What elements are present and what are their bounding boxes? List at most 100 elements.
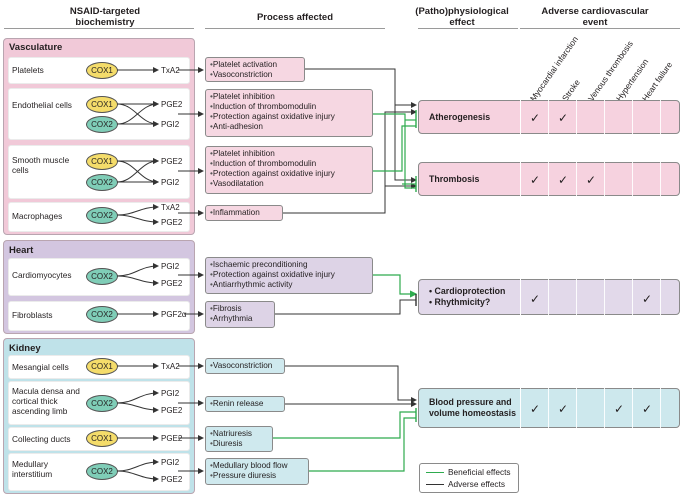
product-txa2: TxA2 xyxy=(161,203,180,212)
effect-label: Thrombosis xyxy=(429,173,480,184)
check-mark: ✓ xyxy=(642,292,653,306)
product-pge2: PGE2 xyxy=(161,100,183,109)
header-adverse-event: Adverse cardiovascular event xyxy=(541,6,649,28)
product-txa2: TxA2 xyxy=(161,66,180,75)
grid-separator xyxy=(520,100,521,134)
section-title-heart: Heart xyxy=(9,245,34,256)
product-pgf2a: PGF2α xyxy=(161,310,187,319)
process-item: Platelet activation xyxy=(210,60,300,70)
effect-cardioprotection: • Cardioprotection • Rhythmicity? xyxy=(418,279,680,315)
section-title-kidney: Kidney xyxy=(9,343,41,354)
enzyme-cox1: COX1 xyxy=(86,153,118,170)
process-item: Platelet inhibition xyxy=(210,92,368,102)
header-process: Process affected xyxy=(256,12,334,23)
product-pge2: PGE2 xyxy=(161,406,183,415)
check-mark: ✓ xyxy=(586,173,597,187)
product-txa2: TxA2 xyxy=(161,362,180,371)
product-pgi2: PGI2 xyxy=(161,389,180,398)
process-item: Induction of thrombomodulin xyxy=(210,102,368,112)
check-mark: ✓ xyxy=(530,111,541,125)
grid-separator xyxy=(520,279,521,315)
cell-row-cardiomyocytes xyxy=(8,258,190,296)
effect-label: Atherogenesis xyxy=(429,111,491,122)
enzyme-cox1: COX1 xyxy=(86,96,118,113)
check-mark: ✓ xyxy=(642,402,653,416)
header-rule-2 xyxy=(205,28,385,29)
legend-beneficial: Beneficial effects xyxy=(426,467,511,477)
enzyme-cox2: COX2 xyxy=(86,463,118,480)
enzyme-cox2: COX2 xyxy=(86,207,118,224)
cell-name-macrophages: Macrophages xyxy=(12,211,63,221)
enzyme-cox2: COX2 xyxy=(86,268,118,285)
process-box-endothelial: Platelet inhibition Induction of thrombo… xyxy=(205,89,373,137)
legend-beneficial-label: Beneficial effects xyxy=(448,467,511,477)
cell-name-mesangial: Mesangial cells xyxy=(12,362,69,372)
process-item: Protection against oxidative injury xyxy=(210,169,368,179)
enzyme-cox2: COX2 xyxy=(86,306,118,323)
effect-label: • Rhythmicity? xyxy=(429,297,491,307)
process-item: Ischaemic preconditioning xyxy=(210,260,368,270)
process-box-mesangial: Vasoconstriction xyxy=(205,358,285,374)
legend-adverse: Adverse effects xyxy=(426,479,505,489)
effect-label: volume homeostasis xyxy=(429,408,517,418)
product-pge2: PGE2 xyxy=(161,157,183,166)
process-item: Natriuresis xyxy=(210,429,268,439)
enzyme-cox2: COX2 xyxy=(86,395,118,412)
process-box-platelets: Platelet activation Vasoconstriction xyxy=(205,57,305,82)
header-rule-4 xyxy=(520,28,680,29)
effect-thrombosis: Thrombosis xyxy=(418,162,680,196)
product-pgi2: PGI2 xyxy=(161,262,180,271)
process-item: Diuresis xyxy=(210,439,268,449)
grid-separator xyxy=(660,100,661,428)
legend-adverse-swatch xyxy=(426,484,444,486)
effect-atherogenesis: Atherogenesis xyxy=(418,100,680,134)
check-mark: ✓ xyxy=(530,292,541,306)
cell-name-platelets: Platelets xyxy=(12,65,44,75)
process-item: Protection against oxidative injury xyxy=(210,112,368,122)
effect-line: Rhythmicity? xyxy=(434,297,491,307)
process-box-smooth-muscle: Platelet inhibition Induction of thrombo… xyxy=(205,146,373,194)
process-item: Induction of thrombomodulin xyxy=(210,159,368,169)
header-effect: (Patho)physiological effect xyxy=(415,6,509,28)
grid-separator xyxy=(520,388,521,428)
header-rule-1 xyxy=(4,28,194,29)
grid-separator xyxy=(632,100,633,428)
cell-name-fibroblasts: Fibroblasts xyxy=(12,310,53,320)
section-title-vasculature: Vasculature xyxy=(9,42,63,53)
product-pge2: PGE2 xyxy=(161,475,183,484)
product-pgi2: PGI2 xyxy=(161,120,180,129)
process-item: Renin release xyxy=(210,399,280,409)
cell-name-cardiomyocytes: Cardiomyocytes xyxy=(12,270,72,280)
legend-beneficial-swatch xyxy=(426,472,444,474)
check-mark: ✓ xyxy=(558,173,569,187)
enzyme-cox2: COX2 xyxy=(86,174,118,191)
effect-label: Blood pressure and xyxy=(429,397,512,407)
cell-name-endothelial: Endothelial cells xyxy=(12,100,72,110)
header-biochemistry: NSAID-targeted biochemistry xyxy=(69,6,141,28)
process-item: Inflammation xyxy=(210,208,278,218)
legend: Beneficial effects Adverse effects xyxy=(419,463,519,493)
process-item: Anti-adhesion xyxy=(210,122,368,132)
check-mark: ✓ xyxy=(558,402,569,416)
process-item: Medullary blood flow xyxy=(210,461,304,471)
cell-name-medullary: Medullary interstitium xyxy=(12,459,53,479)
effect-label: • Cardioprotection xyxy=(429,286,506,296)
process-item: Fibrosis xyxy=(210,304,270,314)
process-box-macrophages: Inflammation xyxy=(205,205,283,221)
effect-blood-pressure: Blood pressure and volume homeostasis xyxy=(418,388,680,428)
cell-name-smooth-muscle: Smooth muscle cells xyxy=(12,155,70,175)
cell-name-macula-densa: Macula densa and cortical thick ascendin… xyxy=(12,386,80,416)
effect-line: Cardioprotection xyxy=(434,286,506,296)
enzyme-cox1: COX1 xyxy=(86,430,118,447)
cell-name-collecting-ducts: Collecting ducts xyxy=(12,434,71,444)
process-box-cardiomyocytes: Ischaemic preconditioning Protection aga… xyxy=(205,257,373,294)
product-pgi2: PGI2 xyxy=(161,458,180,467)
legend-adverse-label: Adverse effects xyxy=(448,479,506,489)
process-item: Protection against oxidative injury xyxy=(210,270,368,280)
process-item: Antiarrhythmic activity xyxy=(210,280,368,290)
process-item: Platelet inhibition xyxy=(210,149,368,159)
check-mark: ✓ xyxy=(614,402,625,416)
grid-separator xyxy=(576,100,577,428)
process-box-medullary: Medullary blood flow Pressure diuresis xyxy=(205,458,309,485)
enzyme-cox1: COX1 xyxy=(86,358,118,375)
